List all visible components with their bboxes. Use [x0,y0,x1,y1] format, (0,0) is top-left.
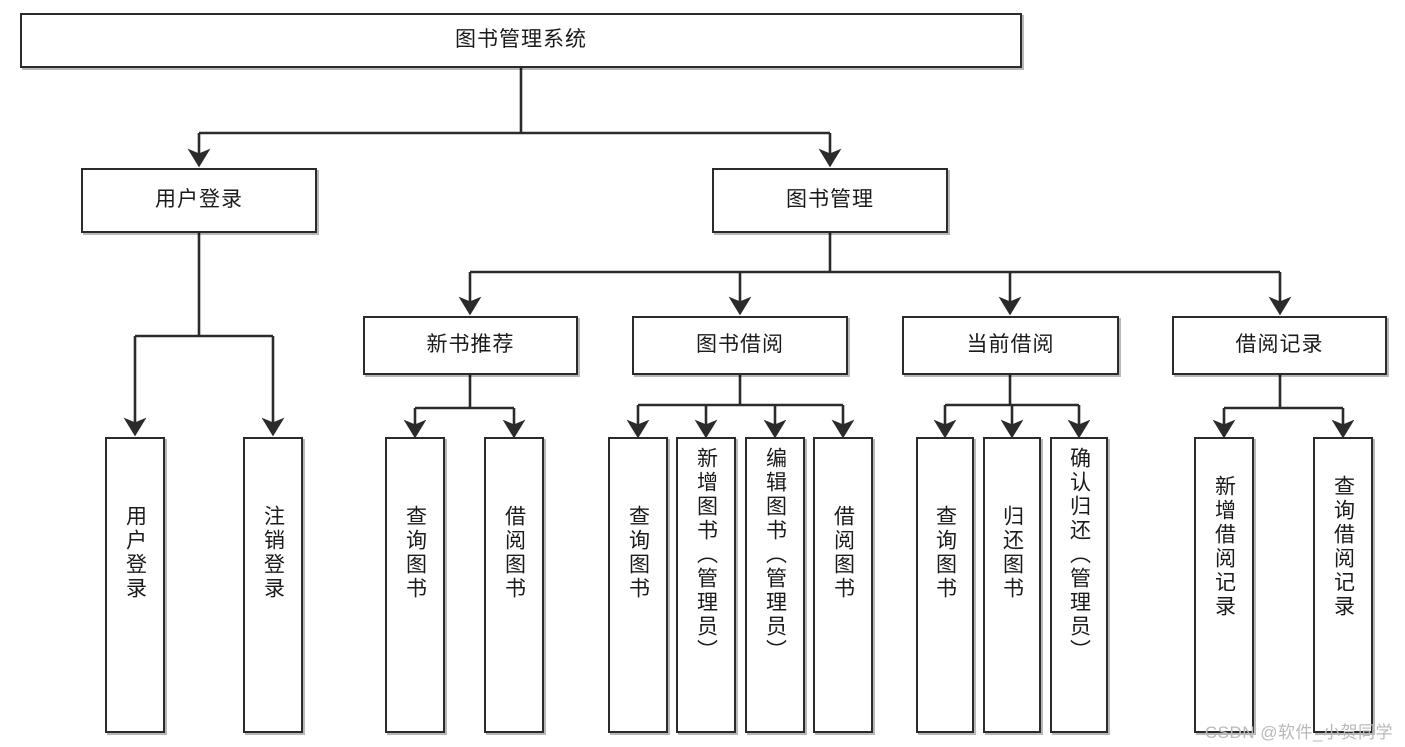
node-label: 图书管理系统 [455,28,587,52]
book-borrow-to-leaves-connectors [626,375,855,439]
node-leaf-query-book-3[interactable]: 查询图书 [916,437,974,733]
node-leaf-add-book[interactable]: 新增图书（管理员） [676,437,736,733]
node-new-book-recommend[interactable]: 新书推荐 [363,316,578,375]
node-label: 查询图书 [933,505,957,601]
node-leaf-borrow-book-1[interactable]: 借阅图书 [484,437,544,733]
current-borrow-to-leaves-connectors [933,375,1091,439]
node-leaf-edit-book[interactable]: 编辑图书（管理员） [745,437,805,733]
node-leaf-return-book[interactable]: 归还图书 [983,437,1041,733]
node-label: 编辑图书（管理员） [763,447,787,663]
node-label: 新增图书（管理员） [694,447,718,663]
new-book-recommend-to-leaves-connectors [403,375,526,439]
node-label: 用户登录 [123,505,147,601]
node-label: 确认归还（管理员） [1067,447,1091,663]
node-book-management[interactable]: 图书管理 [712,168,948,233]
node-label: 借阅图书 [831,505,855,601]
node-current-borrow[interactable]: 当前借阅 [902,316,1119,375]
node-borrow-record[interactable]: 借阅记录 [1172,316,1387,375]
node-leaf-query-record[interactable]: 查询借阅记录 [1313,437,1373,733]
user-login-to-leaves-connectors [123,233,285,437]
node-label: 归还图书 [1000,505,1024,601]
node-label: 用户登录 [155,188,243,212]
node-label: 新书推荐 [426,333,515,357]
node-leaf-query-book-2[interactable]: 查询图书 [608,437,668,733]
book-management-to-level3-connectors [458,233,1292,316]
node-label: 借阅记录 [1235,333,1324,357]
node-label: 新增借阅记录 [1212,475,1236,619]
node-label: 借阅图书 [502,505,526,601]
node-leaf-logout-login[interactable]: 注销登录 [243,437,303,733]
node-label: 图书借阅 [696,333,784,357]
root-to-level2-connectors [187,68,842,168]
node-leaf-add-record[interactable]: 新增借阅记录 [1194,437,1254,733]
node-book-borrow[interactable]: 图书借阅 [632,316,848,375]
node-leaf-user-login[interactable]: 用户登录 [105,437,165,733]
node-label: 查询图书 [626,505,650,601]
node-label: 图书管理 [786,188,874,212]
node-leaf-borrow-book-2[interactable]: 借阅图书 [813,437,873,733]
node-label: 查询借阅记录 [1331,475,1355,619]
node-root-system[interactable]: 图书管理系统 [20,13,1022,68]
borrow-record-to-leaves-connectors [1212,375,1355,439]
node-user-login[interactable]: 用户登录 [81,168,317,233]
node-label: 查询图书 [403,505,427,601]
node-label: 注销登录 [261,505,285,601]
node-leaf-confirm-return[interactable]: 确认归还（管理员） [1050,437,1108,733]
node-leaf-query-book-1[interactable]: 查询图书 [385,437,445,733]
watermark-text: CSDN @软件_小贺同学 [1204,723,1393,742]
node-label: 当前借阅 [966,333,1055,357]
